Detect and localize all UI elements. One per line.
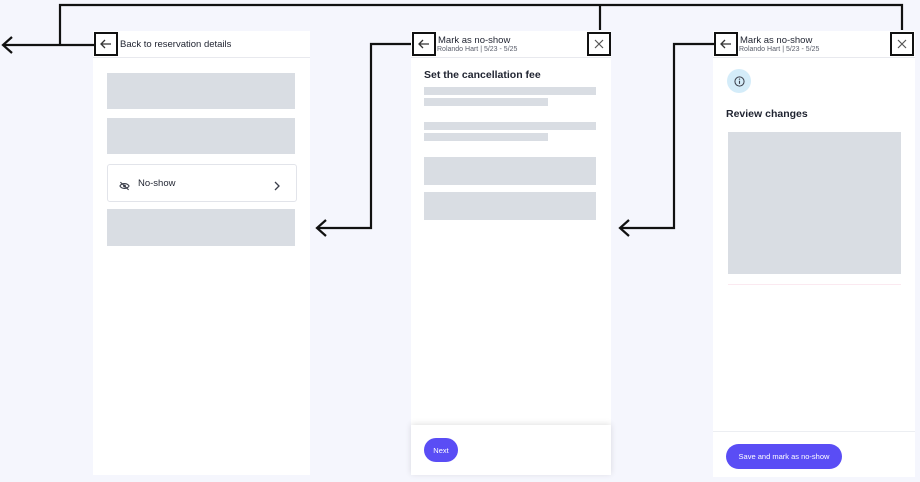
text-line-3 <box>424 122 596 130</box>
fee-input-placeholder-2 <box>424 192 596 220</box>
connector-back-to-screen1 <box>317 42 411 230</box>
next-button[interactable]: Next <box>424 438 458 462</box>
arrow-left-icon <box>720 39 731 49</box>
screen3-header-subtitle: Rolando Hart | 5/23 - 5/25 <box>739 46 820 53</box>
close-button-screen3[interactable] <box>890 32 914 56</box>
screen2-header-title: Mark as no-show <box>438 35 511 46</box>
screen2-header-subtitle: Rolando Hart | 5/23 - 5/25 <box>437 46 518 53</box>
arrow-left-icon <box>100 39 111 49</box>
close-icon <box>594 39 604 49</box>
placeholder-block-2 <box>107 118 295 154</box>
review-summary-placeholder <box>728 132 901 274</box>
screen-review-changes: Mark as no-show Rolando Hart | 5/23 - 5/… <box>713 31 915 477</box>
back-button-screen3[interactable] <box>714 32 738 56</box>
chevron-right-icon <box>274 178 280 196</box>
text-line-4 <box>424 133 548 141</box>
placeholder-block-3 <box>107 209 295 246</box>
screen1-header-title: Back to reservation details <box>120 39 232 50</box>
info-icon <box>727 69 751 93</box>
connector-back-to-screen2 <box>620 42 714 230</box>
screen3-section-title: Review changes <box>726 108 808 120</box>
connector-exit-arrowhead <box>1 36 13 54</box>
screen3-divider <box>728 284 901 285</box>
close-icon <box>897 39 907 49</box>
screen3-header <box>713 31 915 58</box>
screen1-header <box>93 31 310 58</box>
no-show-option[interactable]: No-show <box>107 164 297 202</box>
save-and-mark-no-show-button[interactable]: Save and mark as no-show <box>726 444 842 469</box>
eye-off-icon <box>119 178 130 196</box>
screen-reservation-details: Back to reservation details No-show <box>93 31 310 475</box>
screen3-footer-divider <box>713 431 915 432</box>
connector-back-to-screen1-head <box>315 219 327 237</box>
close-button-screen2[interactable] <box>587 32 611 56</box>
back-button-screen1[interactable] <box>94 32 118 56</box>
back-button-screen2[interactable] <box>412 32 436 56</box>
no-show-option-label: No-show <box>138 178 176 189</box>
screen2-section-title: Set the cancellation fee <box>424 69 541 81</box>
screen2-header <box>411 31 611 58</box>
arrow-left-icon <box>418 39 429 49</box>
screen-set-cancellation-fee: Mark as no-show Rolando Hart | 5/23 - 5/… <box>411 31 611 475</box>
placeholder-block-1 <box>107 73 295 109</box>
fee-input-placeholder-1 <box>424 157 596 185</box>
screen3-header-title: Mark as no-show <box>740 35 813 46</box>
connector-back-to-screen2-head <box>618 219 630 237</box>
text-line-2 <box>424 98 548 106</box>
text-line-1 <box>424 87 596 95</box>
